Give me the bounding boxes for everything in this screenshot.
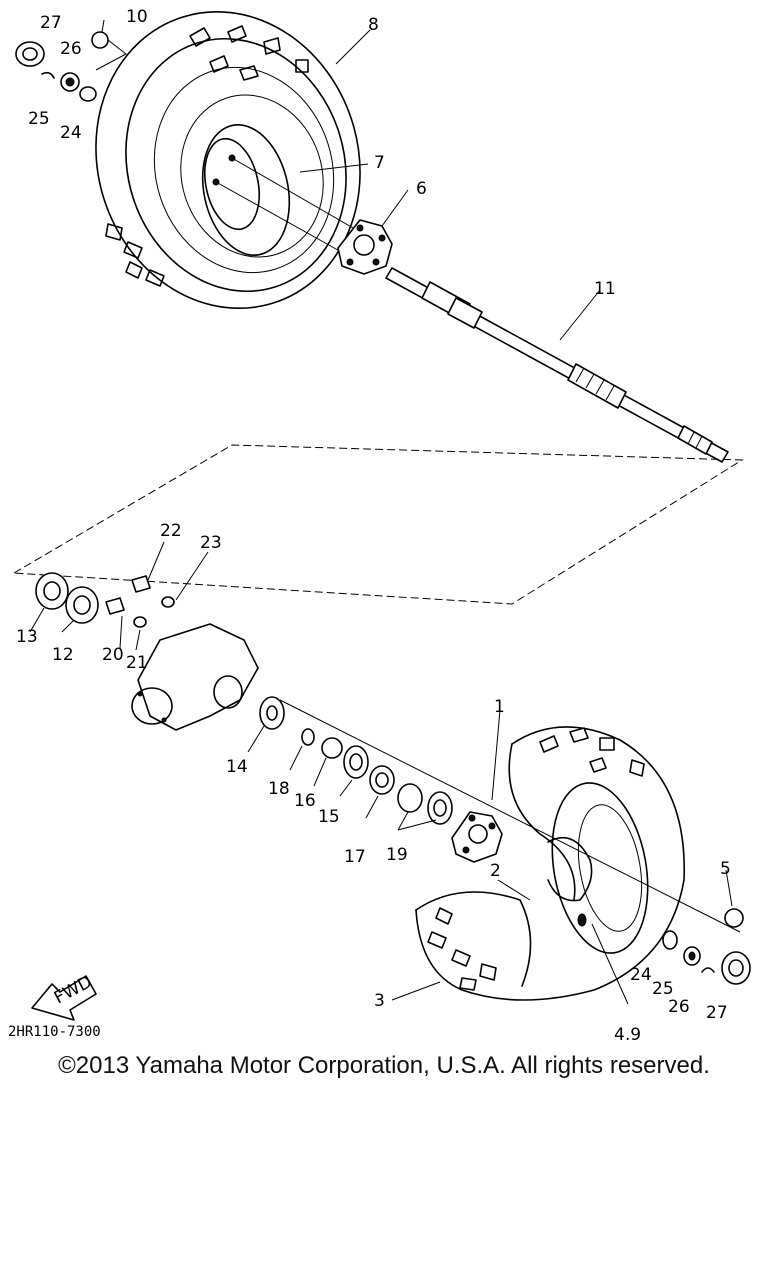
callout-16: 16 (294, 791, 316, 811)
callout-19: 19 (386, 845, 408, 865)
top-hardware (15, 31, 127, 102)
callout-20: 20 (102, 645, 124, 665)
callout-13: 13 (16, 627, 38, 647)
callout-1: 1 (494, 697, 505, 717)
leader-lines (29, 19, 733, 1005)
callout-6: 6 (416, 179, 427, 199)
callout-24-bottom: 24 (630, 965, 652, 985)
callout-23: 23 (200, 533, 222, 553)
upper-tire (95, 10, 361, 310)
diagram-code: 2HR110-7300 (8, 1024, 101, 1040)
callout-27-top: 27 (40, 13, 62, 33)
callout-3: 3 (374, 991, 385, 1011)
callout-21: 21 (126, 653, 148, 673)
fwd-arrow-icon: FWD (31, 972, 97, 1021)
callout-10: 10 (126, 7, 148, 27)
lower-tire (415, 726, 686, 1001)
upper-rim (201, 124, 291, 256)
callout-26-top: 26 (60, 39, 82, 59)
callout-24-top: 24 (60, 123, 82, 143)
callout-26-bottom: 26 (668, 997, 690, 1017)
callout-12: 12 (52, 645, 74, 665)
callout-11: 11 (594, 279, 616, 299)
copyright-notice: ©2013 Yamaha Motor Corporation, U.S.A. A… (58, 1052, 710, 1079)
callout-18: 18 (268, 779, 290, 799)
dashed-frame (12, 444, 744, 605)
differential-parts (35, 572, 285, 731)
callout-14: 14 (226, 757, 248, 777)
lower-hub (451, 811, 503, 863)
callout-25-bottom: 25 (652, 979, 674, 999)
callout-15: 15 (318, 807, 340, 827)
bottom-hardware (662, 908, 751, 985)
callout-8: 8 (368, 15, 379, 35)
callout-2: 2 (490, 861, 501, 881)
parts-diagram: FWD 27 10 26 25 24 8 7 6 11 22 23 13 12 … (8, 7, 751, 1040)
upper-hub (337, 219, 393, 275)
callout-25-top: 25 (28, 109, 50, 129)
bearing-row (279, 699, 741, 933)
callout-27-bottom: 27 (706, 1003, 728, 1023)
callout-7: 7 (374, 153, 385, 173)
callout-22: 22 (160, 521, 182, 541)
callout-5: 5 (720, 859, 731, 879)
callout-4-9: 4,9 (614, 1025, 641, 1040)
callout-17: 17 (344, 847, 366, 867)
axle-shaft (385, 267, 729, 463)
